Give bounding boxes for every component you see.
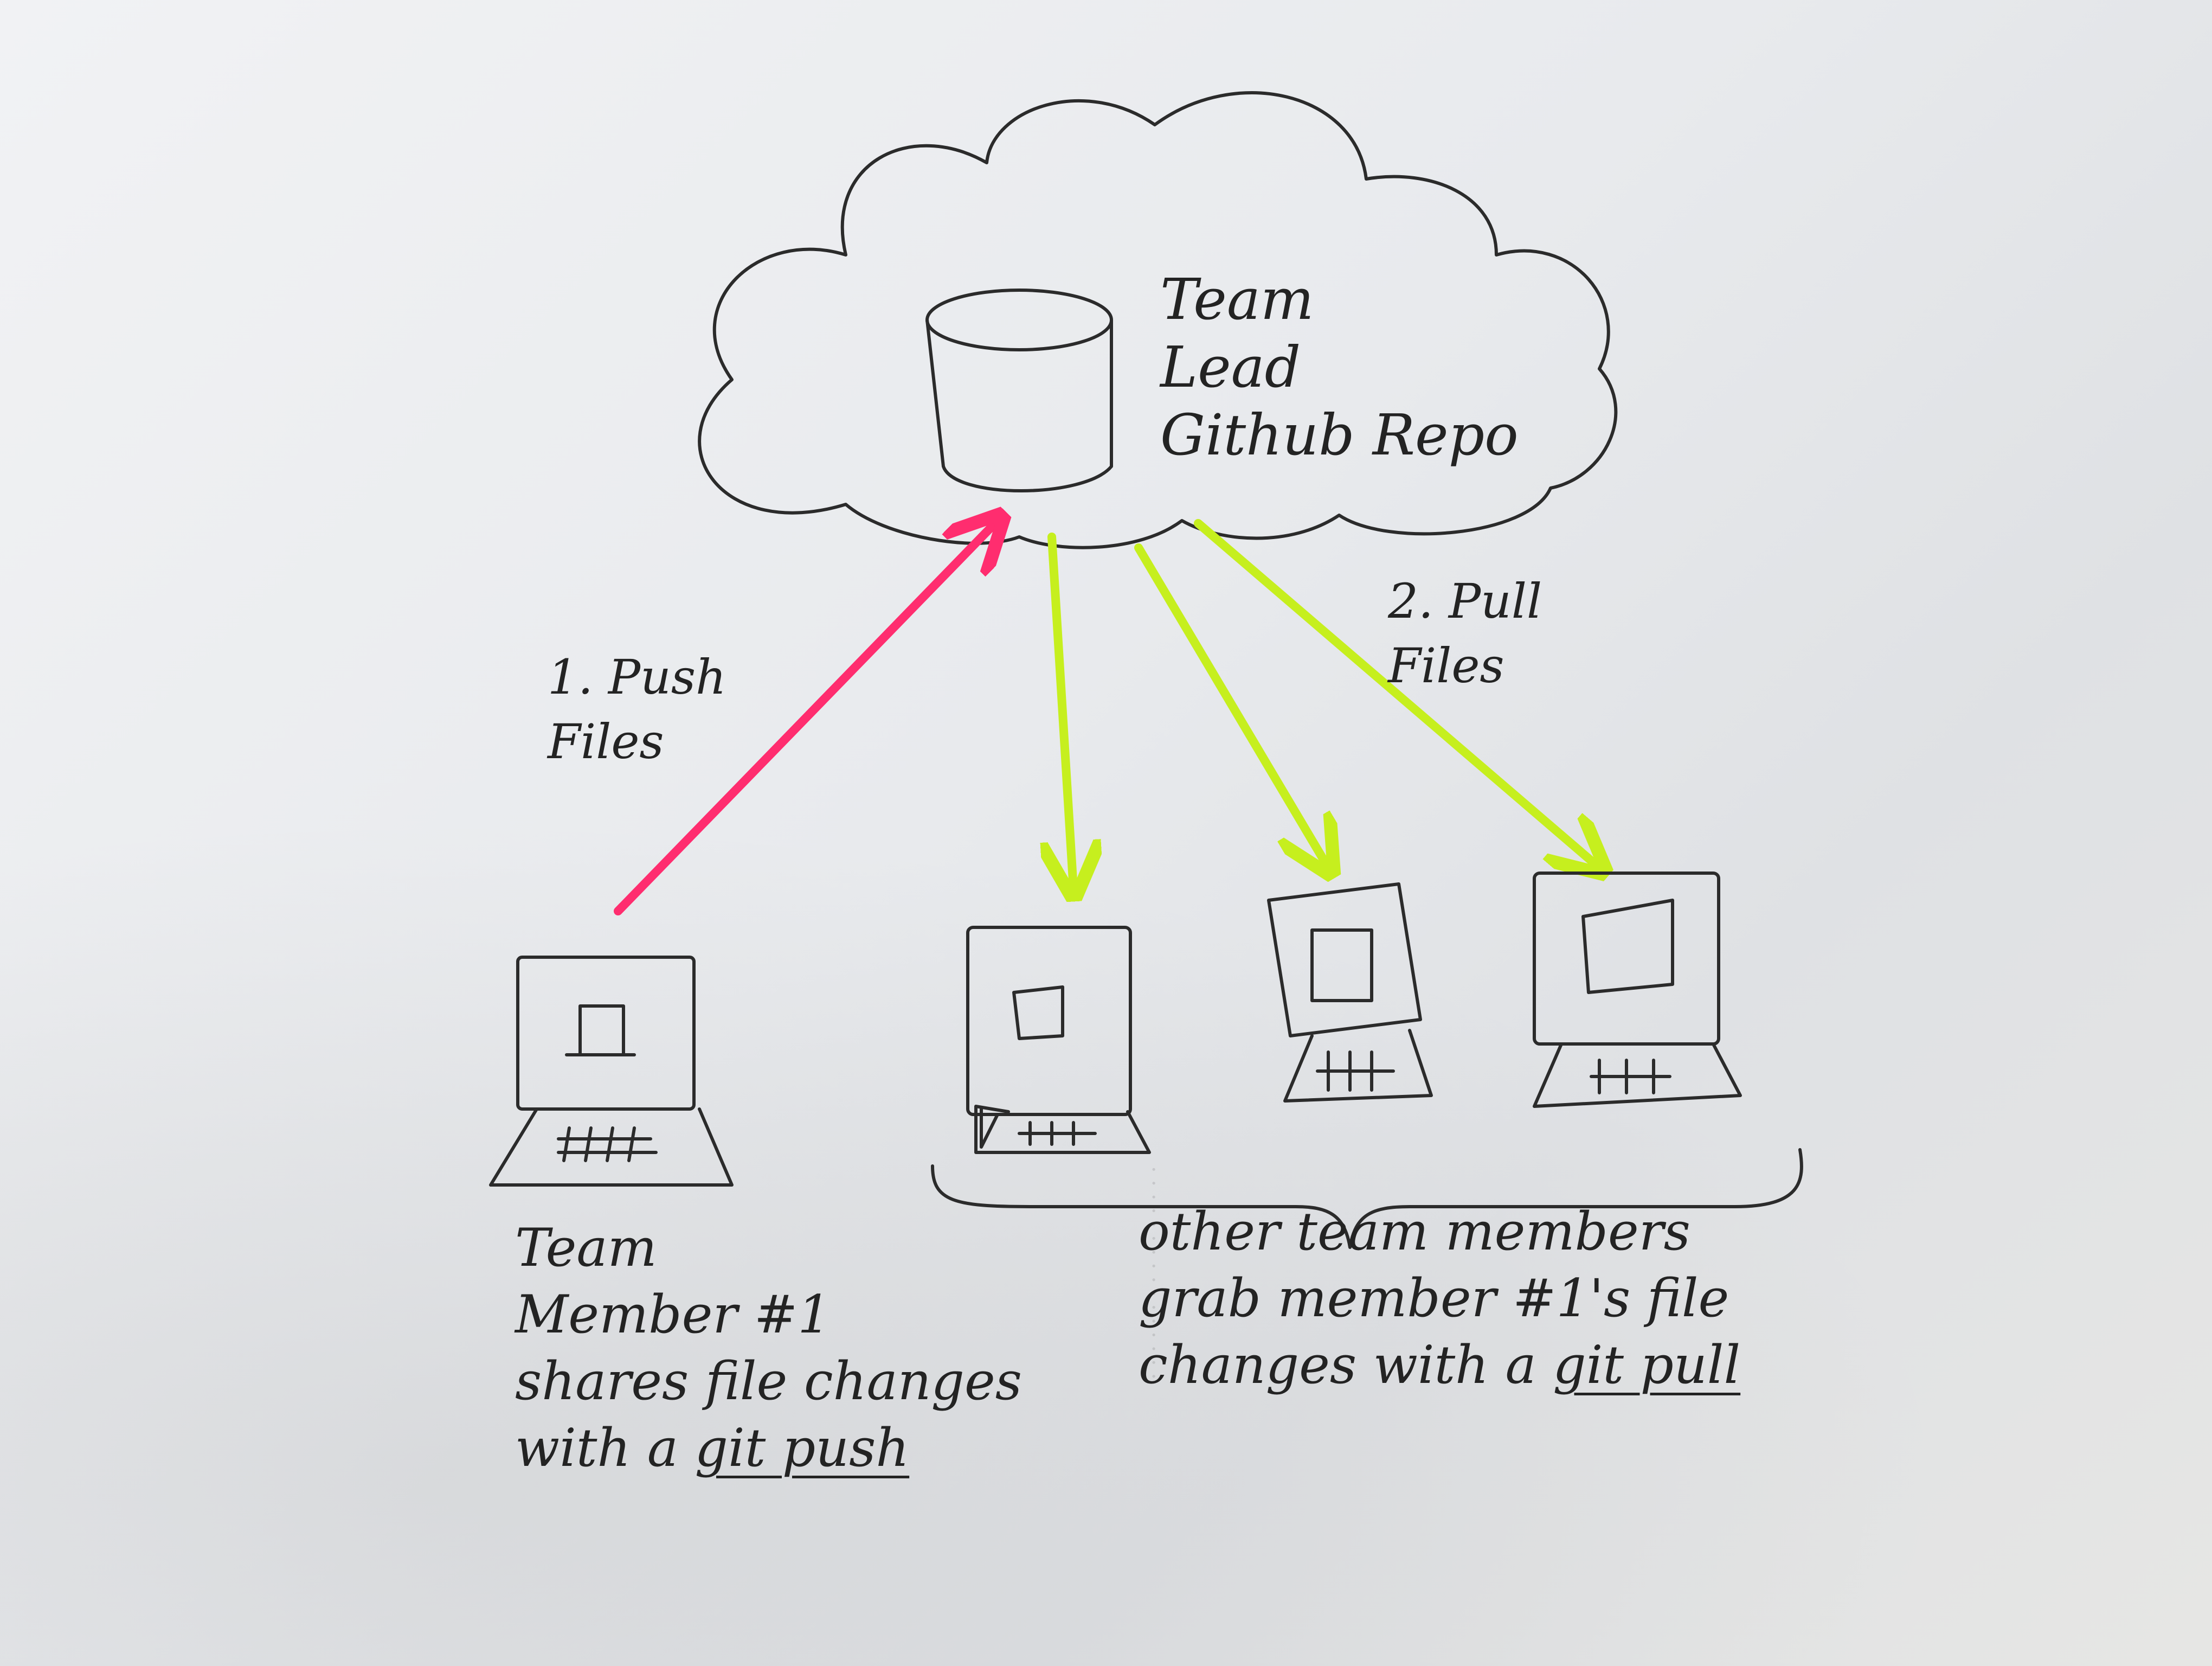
pull-arrow-3 — [1194, 519, 1599, 868]
paper-shadow — [0, 705, 2212, 1666]
push-arrow — [614, 521, 998, 915]
git-pull-command: git pull — [1553, 1334, 1741, 1395]
git-push-command: git push — [695, 1417, 910, 1478]
desktop-computer-icon — [966, 926, 1151, 1154]
group-brace — [931, 1148, 1803, 1249]
repo-label: Team Lead Github Repo — [1160, 266, 1519, 468]
desktop-computer-icon — [1267, 882, 1433, 1103]
member1-caption-text: Team Member #1 shares file changes with … — [515, 1218, 1023, 1478]
push-step-label: 1. Push Files — [548, 649, 726, 770]
member1-caption: Team Member #1 shares file changes with … — [515, 1215, 1022, 1482]
pull-arrow-2 — [1134, 543, 1328, 868]
laptop-icon — [489, 956, 734, 1187]
database-icon — [925, 289, 1113, 492]
others-caption: other team members grab member #1's file… — [1139, 1199, 1740, 1399]
pull-arrow-1 — [1052, 533, 1073, 889]
pull-step-label: 2. Pull Files — [1388, 573, 1542, 694]
desktop-computer-icon — [1533, 872, 1742, 1108]
others-caption-text: other team members grab member #1's file… — [1139, 1201, 1729, 1395]
